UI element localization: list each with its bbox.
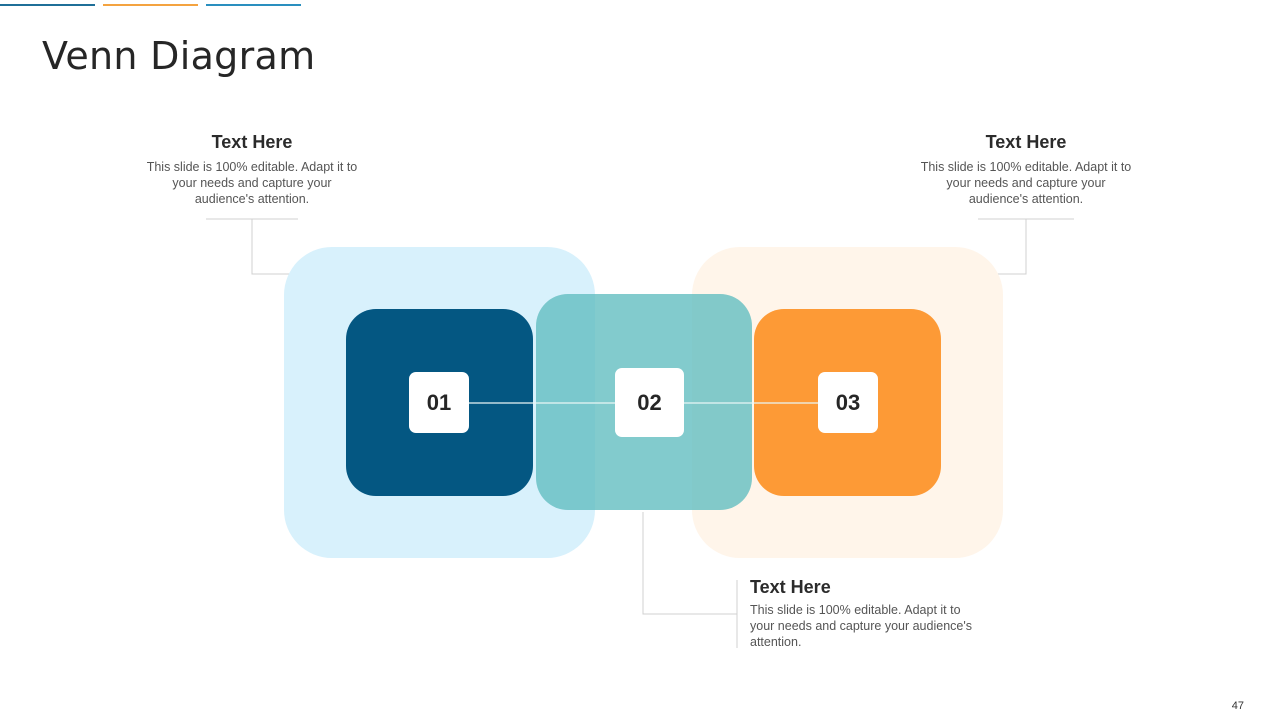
venn-badge-02: 02 [615,368,684,437]
callout-left: Text Here This slide is 100% editable. A… [144,132,360,207]
accent-bar-1 [0,4,95,6]
callout-right-title: Text Here [985,132,1067,152]
venn-badge-01: 01 [409,372,469,433]
slide-title: Venn Diagram [42,34,316,78]
callout-bottom-title: Text Here [750,577,831,597]
accent-bar-3 [206,4,301,6]
accent-bar-2 [103,4,198,6]
callout-bottom: Text Here This slide is 100% editable. A… [750,577,986,650]
page-number: 47 [1231,700,1244,712]
callout-right: Text Here This slide is 100% editable. A… [918,132,1134,207]
callout-right-body: This slide is 100% editable. Adapt it to… [920,160,1132,206]
venn-badge-03: 03 [818,372,878,433]
callout-bottom-body: This slide is 100% editable. Adapt it to… [750,603,972,649]
callout-left-title: Text Here [211,132,293,152]
callout-left-body: This slide is 100% editable. Adapt it to… [146,160,358,206]
